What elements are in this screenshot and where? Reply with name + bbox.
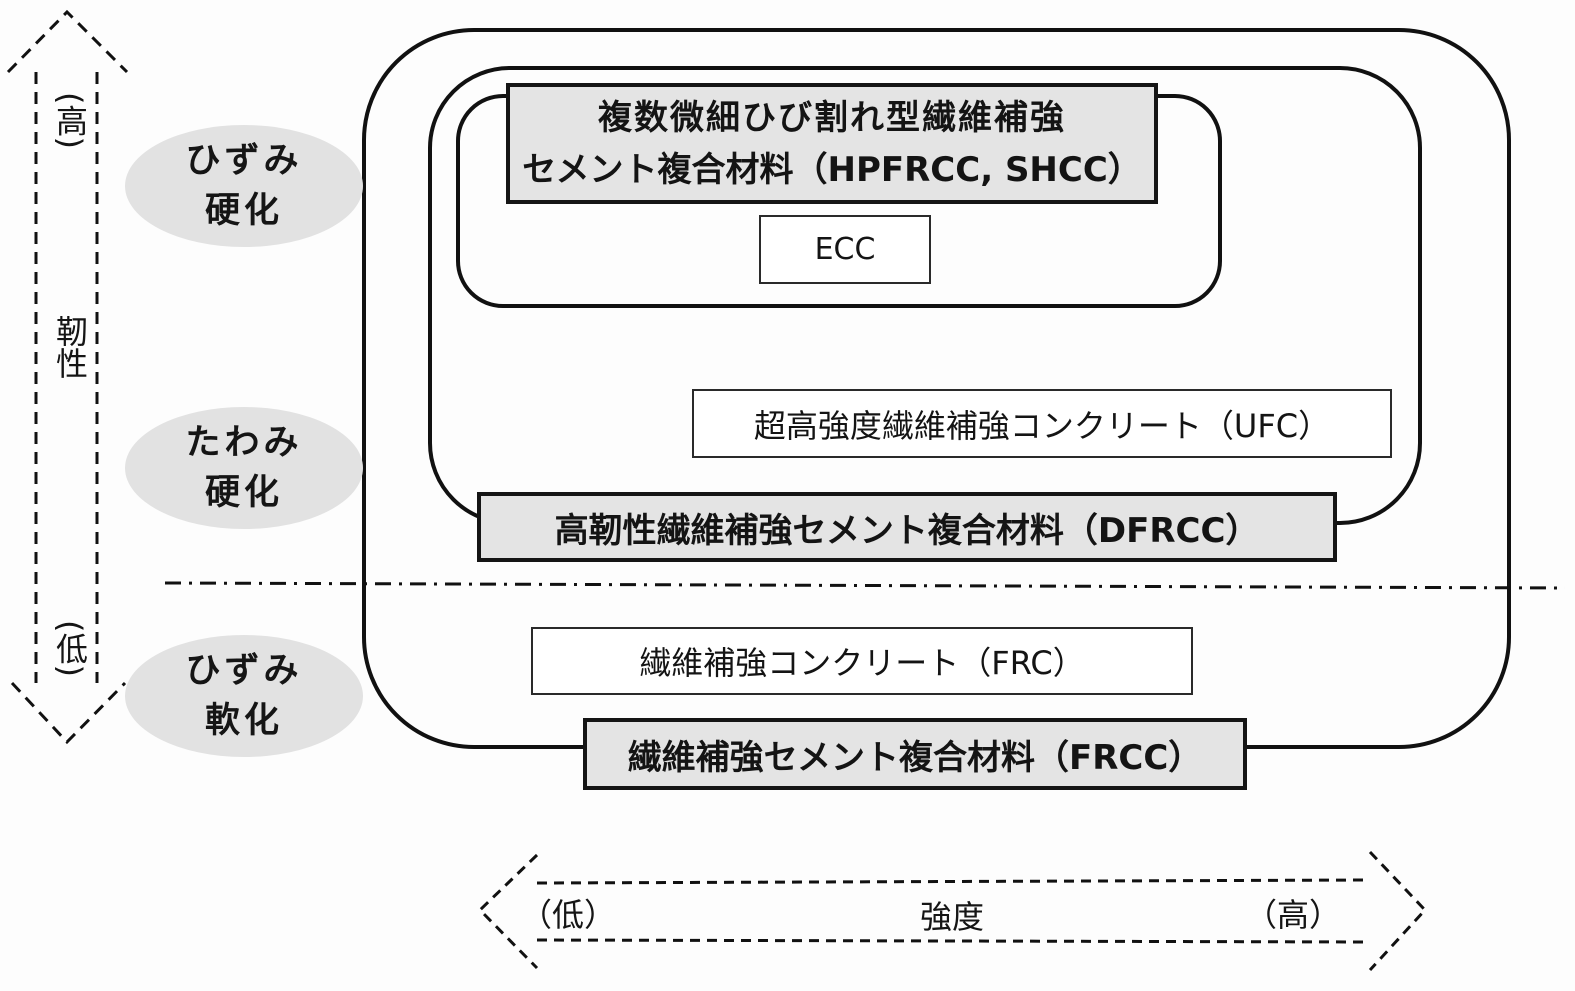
hpfrcc-box: 複数微細ひび割れ型繊維補強 セメント複合材料（HPFRCC, SHCC）: [506, 83, 1158, 204]
strain-hardening-line1: ひずみ: [185, 141, 303, 181]
strain-hardening-label: ひずみ 硬化: [125, 125, 363, 247]
toughness-high-label: (高): [51, 92, 89, 149]
toughness-axis-arrow: [6, 9, 129, 745]
frcc-box: 繊維補強セメント複合材料（FRCC）: [583, 718, 1247, 790]
hpfrcc-line2: セメント複合材料（HPFRCC, SHCC）: [522, 149, 1142, 190]
strength-axis-arrow: [477, 850, 1428, 972]
dfrcc-label: 高靭性繊維補強セメント複合材料（DFRCC）: [554, 510, 1260, 551]
ufc-box: 超高強度繊維補強コンクリート（UFC）: [692, 389, 1392, 458]
frc-label: 繊維補強コンクリート（FRC）: [639, 644, 1085, 682]
strength-high-label: （高）: [1245, 896, 1342, 934]
ecc-box: ECC: [759, 215, 931, 284]
ecc-label: ECC: [814, 232, 876, 267]
behavior-divider-line: [164, 581, 1566, 590]
ufc-label: 超高強度繊維補強コンクリート（UFC）: [753, 406, 1331, 445]
hpfrcc-line1: 複数微細ひび割れ型繊維補強: [598, 97, 1066, 138]
strength-low-label: （低）: [520, 896, 617, 934]
frc-box: 繊維補強コンクリート（FRC）: [531, 627, 1193, 695]
deflection-hardening-line1: たわみ: [185, 423, 303, 463]
strain-softening-line1: ひずみ: [185, 651, 303, 691]
deflection-hardening-line2: 硬化: [204, 473, 283, 513]
strain-softening-line2: 軟化: [204, 701, 283, 741]
strength-axis-label: 強度: [920, 898, 985, 936]
dfrcc-box: 高靭性繊維補強セメント複合材料（DFRCC）: [477, 492, 1337, 562]
toughness-axis-label: 靭性: [51, 315, 89, 379]
strain-softening-label: ひずみ 軟化: [125, 635, 363, 757]
toughness-low-label: (低): [51, 620, 89, 677]
strain-hardening-line2: 硬化: [204, 191, 283, 231]
deflection-hardening-label: たわみ 硬化: [125, 407, 363, 529]
frcc-label: 繊維補強セメント複合材料（FRCC）: [627, 737, 1203, 778]
